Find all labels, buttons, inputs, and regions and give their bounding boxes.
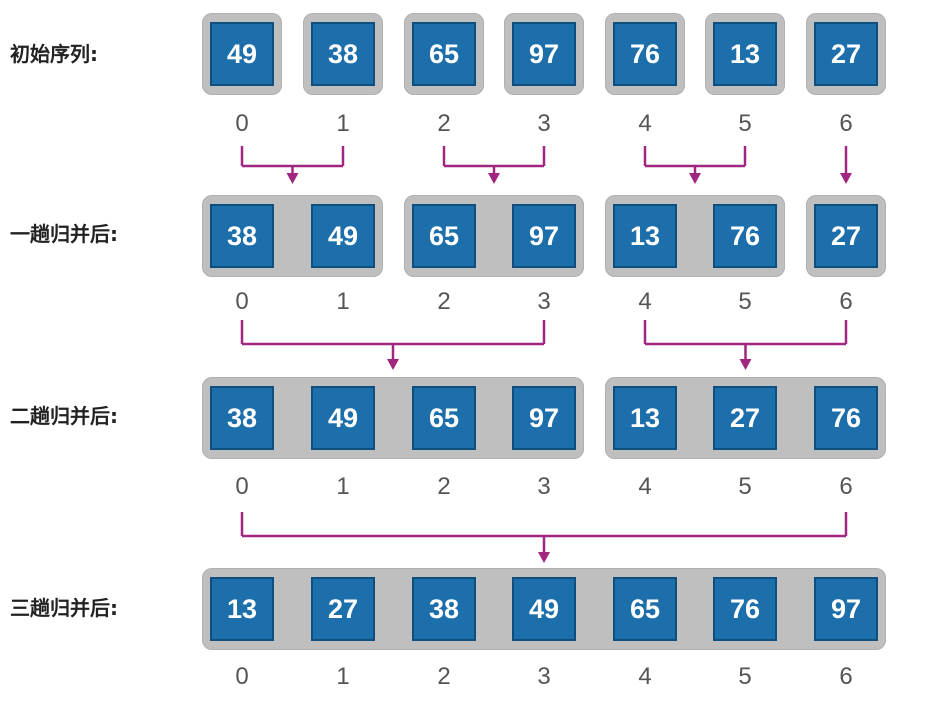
array-cell: 65 [412, 386, 476, 450]
array-index: 1 [336, 473, 350, 500]
array-cell: 27 [814, 22, 878, 86]
array-cell: 49 [512, 577, 576, 641]
array-cell: 38 [210, 204, 274, 268]
array-cell: 38 [311, 22, 375, 86]
array-index: 0 [235, 288, 249, 315]
array-cell: 49 [210, 22, 274, 86]
merge-arrow-head [739, 359, 752, 370]
array-index: 3 [537, 288, 551, 315]
array-cell: 13 [210, 577, 274, 641]
array-index: 3 [537, 473, 551, 500]
array-index: 2 [437, 663, 451, 690]
array-index: 2 [437, 473, 451, 500]
merge-arrow-head [538, 552, 550, 563]
array-index: 0 [235, 663, 249, 690]
array-cell: 76 [814, 386, 878, 450]
array-index: 5 [738, 288, 752, 315]
array-index: 5 [738, 663, 752, 690]
array-cell: 49 [311, 204, 375, 268]
array-cell: 27 [713, 386, 777, 450]
array-index: 0 [235, 110, 249, 137]
array-index: 6 [839, 288, 853, 315]
array-cell: 65 [412, 22, 476, 86]
array-cell: 38 [412, 577, 476, 641]
array-index: 6 [839, 663, 853, 690]
array-index: 6 [839, 110, 853, 137]
array-cell: 65 [412, 204, 476, 268]
array-index: 0 [235, 473, 249, 500]
array-index: 1 [336, 288, 350, 315]
row-label: 二趟归并后: [10, 404, 118, 428]
array-index: 4 [638, 473, 652, 500]
array-index: 5 [738, 473, 752, 500]
array-cell: 65 [613, 577, 677, 641]
array-cell: 38 [210, 386, 274, 450]
array-index: 5 [738, 110, 752, 137]
merge-arrow-head [286, 173, 299, 184]
array-index: 1 [336, 663, 350, 690]
array-cell: 97 [814, 577, 878, 641]
row-label: 初始序列: [10, 42, 98, 66]
merge-arrow-head [488, 173, 500, 184]
array-cell: 13 [613, 386, 677, 450]
array-cell: 76 [713, 204, 777, 268]
array-cell: 27 [311, 577, 375, 641]
array-index: 3 [537, 110, 551, 137]
array-cell: 76 [613, 22, 677, 86]
row-label: 一趟归并后: [10, 222, 118, 246]
array-index: 4 [638, 663, 652, 690]
array-index: 4 [638, 110, 652, 137]
array-cell: 97 [512, 22, 576, 86]
array-index: 1 [336, 110, 350, 137]
array-cell: 97 [512, 386, 576, 450]
array-cell: 13 [713, 22, 777, 86]
array-cell: 76 [713, 577, 777, 641]
array-index: 2 [437, 288, 451, 315]
array-index: 2 [437, 110, 451, 137]
array-index: 4 [638, 288, 652, 315]
merge-arrow-head [387, 359, 399, 370]
array-cell: 49 [311, 386, 375, 450]
array-cell: 97 [512, 204, 576, 268]
array-index: 6 [839, 473, 853, 500]
merge-arrow-head [840, 173, 852, 184]
array-cell: 27 [814, 204, 878, 268]
row-label: 三趟归并后: [10, 596, 118, 620]
array-cell: 13 [613, 204, 677, 268]
merge-arrow-head [689, 173, 701, 184]
array-index: 3 [537, 663, 551, 690]
